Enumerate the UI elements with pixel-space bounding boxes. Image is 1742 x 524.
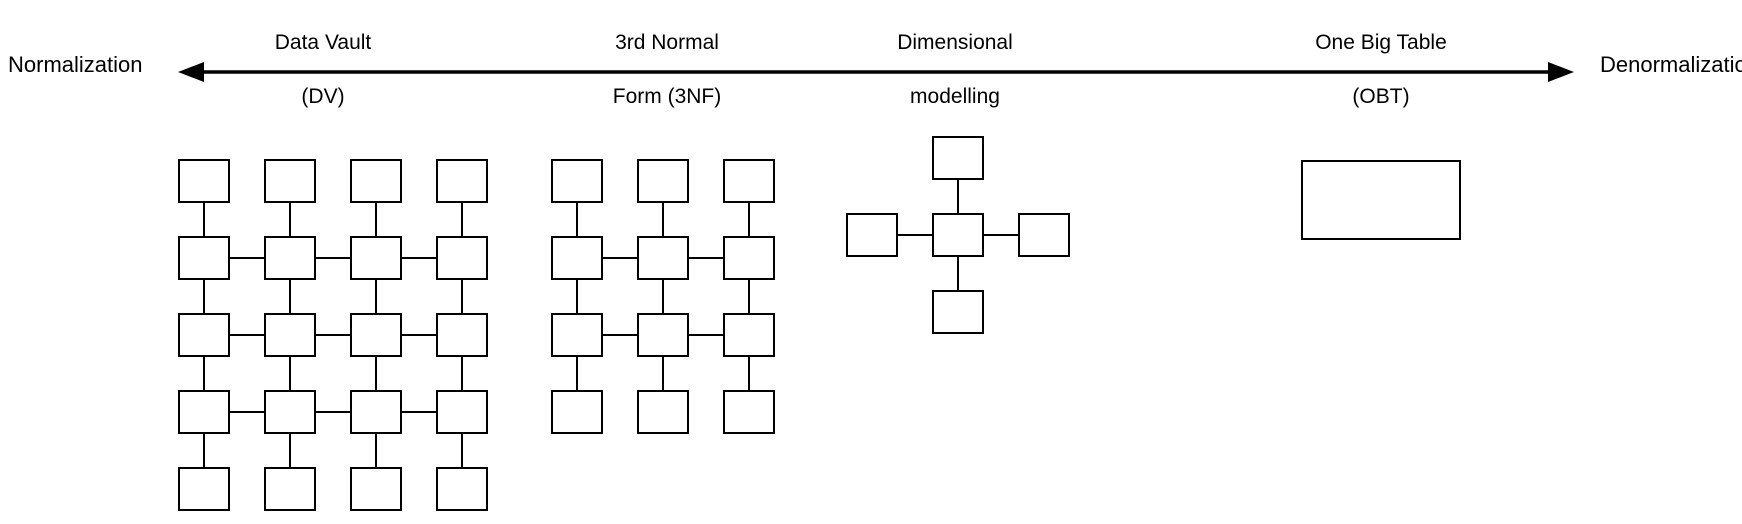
dv-vlink-r3c4 (460, 357, 464, 390)
tnf-vlink-r3c3 (747, 357, 751, 390)
dv-node-r5c2 (264, 467, 316, 511)
axis-label-normalization: Normalization (8, 52, 143, 77)
normalization-spectrum-arrow (178, 62, 1574, 82)
tnf-node-r3c2 (637, 313, 689, 357)
dv-vlink-r3c2 (288, 357, 292, 390)
schema-graphic-data-vault (0, 0, 520, 524)
tnf-node-r4c3 (723, 390, 775, 434)
dim-fact-table-box (932, 213, 984, 257)
approach-label-one-big-table: One Big Table (OBT) (1271, 2, 1491, 137)
dv-hlink-r4c1 (230, 410, 264, 414)
dv-vlink-r2c3 (374, 280, 378, 313)
approach-label-dimensional-modelling: Dimensional modelling (845, 2, 1065, 137)
dv-node-r2c3 (350, 236, 402, 280)
dv-node-r4c4 (436, 390, 488, 434)
dv-node-r5c4 (436, 467, 488, 511)
dv-hlink-r4c3 (402, 410, 436, 414)
schema-graphic-3nf (0, 0, 820, 524)
dv-hlink-r2c1 (230, 256, 264, 260)
dv-node-r3c3 (350, 313, 402, 357)
tnf-vlink-r3c2 (661, 357, 665, 390)
tnf-hlink-r3c2 (689, 333, 723, 337)
approach-label-dimensional-line2: modelling (910, 85, 1000, 108)
dv-vlink-r3c3 (374, 357, 378, 390)
dim-dimension-box-top (932, 136, 984, 180)
dv-node-r3c1 (178, 313, 230, 357)
dv-node-r2c4 (436, 236, 488, 280)
tnf-hlink-r2c1 (603, 256, 637, 260)
tnf-node-r3c1 (551, 313, 603, 357)
dv-node-r2c1 (178, 236, 230, 280)
tnf-node-r1c2 (637, 159, 689, 203)
dv-node-r1c4 (436, 159, 488, 203)
approach-label-data-vault-line2: (DV) (301, 85, 345, 108)
dv-node-r1c3 (350, 159, 402, 203)
dv-node-r5c3 (350, 467, 402, 511)
tnf-vlink-r3c1 (575, 357, 579, 390)
approach-label-obt-line1: One Big Table (1315, 31, 1447, 54)
dv-hlink-r4c2 (316, 410, 350, 414)
dv-node-r3c2 (264, 313, 316, 357)
tnf-node-r2c3 (723, 236, 775, 280)
approach-label-data-vault-line1: Data Vault (274, 31, 372, 54)
dv-vlink-r4c1 (202, 434, 206, 467)
dv-node-r2c2 (264, 236, 316, 280)
dv-node-r1c2 (264, 159, 316, 203)
tnf-hlink-r2c2 (689, 256, 723, 260)
dv-vlink-r4c3 (374, 434, 378, 467)
tnf-vlink-r2c3 (747, 280, 751, 313)
tnf-node-r1c1 (551, 159, 603, 203)
dv-hlink-r3c2 (316, 333, 350, 337)
tnf-vlink-r1c3 (747, 203, 751, 236)
dim-dimension-box-right (1018, 213, 1070, 257)
approach-label-3nf-line2: Form (3NF) (612, 85, 722, 108)
dv-node-r4c3 (350, 390, 402, 434)
schema-graphic-one-big-table (1301, 160, 1461, 240)
dv-node-r1c1 (178, 159, 230, 203)
dv-vlink-r2c2 (288, 280, 292, 313)
dv-vlink-r3c1 (202, 357, 206, 390)
approach-label-data-vault: Data Vault (DV) (213, 2, 433, 137)
dim-dimension-box-bottom (932, 290, 984, 334)
tnf-hlink-r3c1 (603, 333, 637, 337)
dv-node-r4c2 (264, 390, 316, 434)
dv-hlink-r2c2 (316, 256, 350, 260)
tnf-node-r2c2 (637, 236, 689, 280)
dv-vlink-r4c4 (460, 434, 464, 467)
dv-vlink-r2c1 (202, 280, 206, 313)
approach-label-3nf-line1: 3rd Normal (615, 31, 719, 54)
tnf-vlink-r2c2 (661, 280, 665, 313)
dim-hlink-right (984, 233, 1018, 237)
dv-vlink-r2c4 (460, 280, 464, 313)
tnf-vlink-r2c1 (575, 280, 579, 313)
dv-node-r4c1 (178, 390, 230, 434)
obt-table-box (1301, 160, 1461, 240)
dv-hlink-r2c3 (402, 256, 436, 260)
schema-graphic-dimensional (0, 0, 1110, 400)
tnf-node-r3c3 (723, 313, 775, 357)
dv-hlink-r3c3 (402, 333, 436, 337)
dim-hlink-left (898, 233, 932, 237)
dv-vlink-r1c3 (374, 203, 378, 236)
dv-vlink-r1c2 (288, 203, 292, 236)
dv-hlink-r3c1 (230, 333, 264, 337)
approach-label-obt-line2: (OBT) (1352, 85, 1410, 108)
dim-vlink-bottom (956, 257, 960, 290)
tnf-node-r2c1 (551, 236, 603, 280)
tnf-vlink-r1c2 (661, 203, 665, 236)
tnf-node-r4c1 (551, 390, 603, 434)
dim-vlink-top (956, 180, 960, 213)
axis-label-denormalization: Denormalization (1600, 52, 1742, 77)
dv-vlink-r1c4 (460, 203, 464, 236)
dv-node-r5c1 (178, 467, 230, 511)
dv-node-r3c4 (436, 313, 488, 357)
approach-label-3nf: 3rd Normal Form (3NF) (557, 2, 777, 137)
tnf-node-r4c2 (637, 390, 689, 434)
dv-vlink-r1c1 (202, 203, 206, 236)
tnf-node-r1c3 (723, 159, 775, 203)
approach-label-dimensional-line1: Dimensional (897, 31, 1013, 54)
dim-dimension-box-left (846, 213, 898, 257)
tnf-vlink-r1c1 (575, 203, 579, 236)
dv-vlink-r4c2 (288, 434, 292, 467)
